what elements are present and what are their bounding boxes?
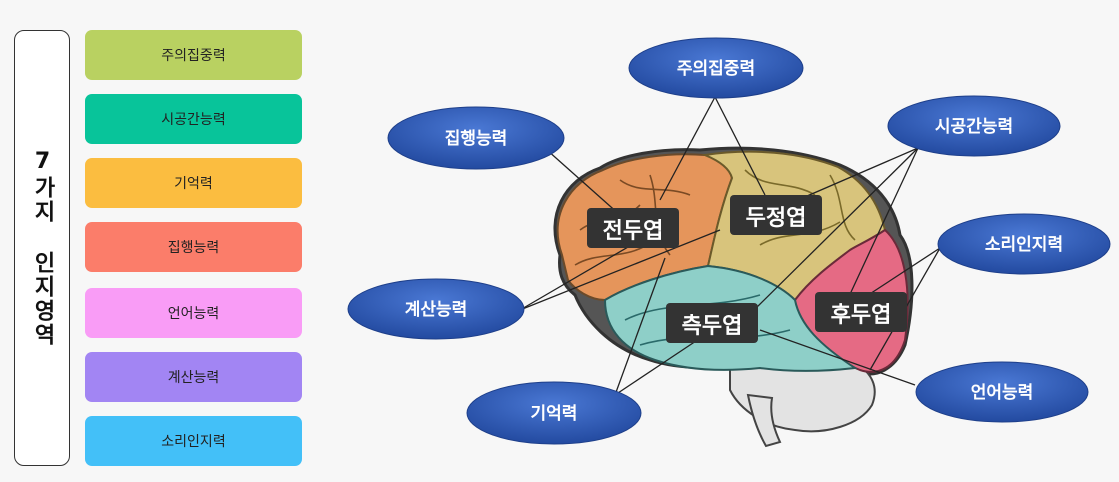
label-temporal: 측두엽: [666, 303, 758, 343]
category-memory: 기억력: [85, 158, 302, 208]
bubble-memory: 기억력: [466, 381, 642, 445]
bubble-language-text: 언어능력: [971, 383, 1034, 403]
label-parietal-text: 두정엽: [746, 206, 807, 231]
bubble-language: 언어능력: [915, 361, 1089, 423]
bubble-calculation-text: 계산능력: [405, 300, 468, 320]
bubble-sound-text: 소리인지력: [985, 235, 1063, 255]
category-visuospatial: 시공간능력: [85, 94, 302, 144]
label-occipital-text: 후두엽: [831, 303, 892, 328]
category-calculation: 계산능력: [85, 352, 302, 402]
label-parietal: 두정엽: [730, 195, 822, 235]
brainstem: [746, 393, 782, 448]
bubble-attention: 주의집중력: [628, 37, 804, 99]
bubble-visuospatial: 시공간능력: [887, 95, 1061, 157]
bubble-sound: 소리인지력: [937, 213, 1111, 275]
label-temporal-text: 측두엽: [682, 314, 743, 339]
bubble-executive-text: 집행능력: [445, 129, 508, 149]
bubble-memory-text: 기억력: [531, 404, 578, 424]
cognitive-domain-title: 7가지 인지영역: [30, 149, 55, 347]
bubble-attention-text: 주의집중력: [677, 59, 755, 79]
label-occipital: 후두엽: [815, 292, 907, 332]
bubble-visuospatial-text: 시공간능력: [935, 117, 1013, 137]
category-sound: 소리인지력: [85, 416, 302, 466]
category-language: 언어능력: [85, 288, 302, 338]
connector-lines: [519, 96, 941, 396]
cognitive-domain-title-box: 7가지 인지영역: [14, 30, 70, 466]
label-frontal: 전두엽: [587, 208, 679, 248]
label-frontal-text: 전두엽: [603, 219, 664, 244]
category-attention: 주의집중력: [85, 30, 302, 80]
bubble-calculation: 계산능력: [347, 278, 525, 340]
bubble-executive: 집행능력: [387, 106, 565, 170]
category-executive: 집행능력: [85, 222, 302, 272]
